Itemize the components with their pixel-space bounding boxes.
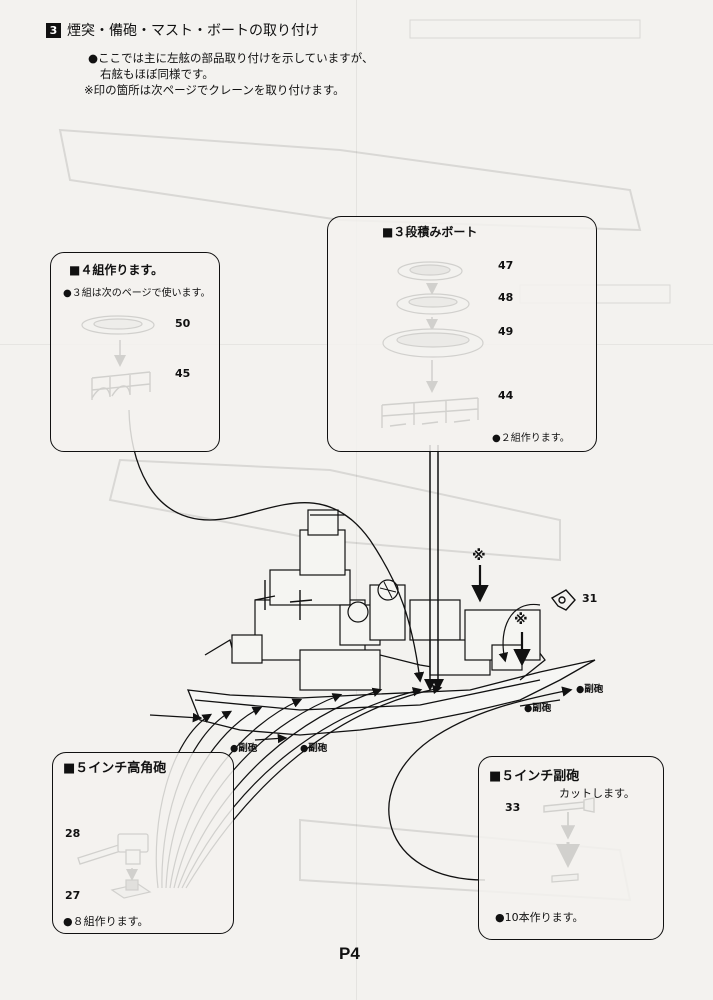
- crane-part-31: [550, 589, 576, 611]
- instruction-notes: ●ここでは主に左舷の部品取り付けを示していますが、 右舷もほぼ同様です。 ※印の…: [84, 50, 374, 98]
- part-number-48: 48: [498, 291, 514, 304]
- part-number-50: 50: [175, 317, 191, 330]
- box-boat-stack-title: ■３段積みボート: [382, 225, 478, 239]
- mast: [254, 580, 313, 620]
- page-number: P4: [339, 944, 360, 963]
- secondary-gun-label-2: ●副砲: [524, 703, 552, 714]
- note-line-1: ●ここでは主に左舷の部品取り付けを示していますが、: [88, 51, 374, 65]
- arrow-sec-gun-mid: [254, 733, 288, 744]
- box-secondary-gun-cut-note: カットします。: [559, 787, 635, 800]
- arrow-sec-gun-left: [149, 712, 203, 723]
- arrow-to-boat-davits: [128, 409, 425, 683]
- part-number-49: 49: [498, 325, 514, 338]
- part-number-27: 27: [65, 889, 81, 902]
- box-boat-stack: ■３段積みボート 47 48 49 44 ●２組作ります。: [327, 216, 597, 452]
- box-four-sets: ■４組作ります。 ●３組は次のページで使います。 50 45: [50, 252, 220, 452]
- crane-mark-1: ※: [472, 548, 486, 564]
- arrow-crane-part: [498, 603, 541, 663]
- secondary-gun-label-1: ●副砲: [576, 684, 604, 695]
- fold-line-vertical: [356, 0, 357, 1000]
- step-number-badge: 3: [46, 22, 61, 38]
- box-four-sets-title: ■４組作ります。: [69, 263, 164, 277]
- superstructure: [231, 509, 541, 691]
- box-four-sets-note: ●３組は次のページで使います。: [63, 288, 211, 299]
- secondary-gun-label-3: ●副砲: [230, 743, 258, 754]
- part-number-45: 45: [175, 367, 191, 380]
- arrow-sec-gun-right: [519, 699, 561, 707]
- part-number-33: 33: [505, 801, 521, 814]
- box-secondary-gun-title: ■５インチ副砲: [489, 769, 580, 784]
- step-header: 3 煙突・備砲・マスト・ボートの取り付け: [46, 20, 319, 40]
- step-title: 煙突・備砲・マスト・ボートの取り付け: [67, 23, 319, 39]
- part-number-31: 31: [582, 592, 598, 605]
- arrow-secondary-gun: [388, 686, 573, 881]
- box-aa-gun-note: ●８組作ります。: [63, 915, 149, 928]
- part-number-47: 47: [498, 259, 514, 272]
- box-aa-gun: ■５インチ高角砲 28 27 ●８組作ります。: [52, 752, 234, 934]
- box-secondary-gun: ■５インチ副砲 カットします。 33 ●10本作ります。: [478, 756, 664, 940]
- part-number-28: 28: [65, 827, 81, 840]
- note-line-2: 右舷もほぼ同様です。: [100, 67, 214, 81]
- box-aa-gun-title: ■５インチ高角砲: [63, 761, 167, 776]
- secondary-gun-label-4: ●副砲: [300, 743, 328, 754]
- note-line-3: ※印の箇所は次ページでクレーンを取り付けます。: [84, 83, 345, 97]
- box-secondary-gun-note: ●10本作ります。: [495, 911, 584, 924]
- part-number-44: 44: [498, 389, 514, 402]
- crane-mark-2: ※: [514, 612, 528, 628]
- box-boat-stack-note: ●２組作ります。: [492, 433, 570, 444]
